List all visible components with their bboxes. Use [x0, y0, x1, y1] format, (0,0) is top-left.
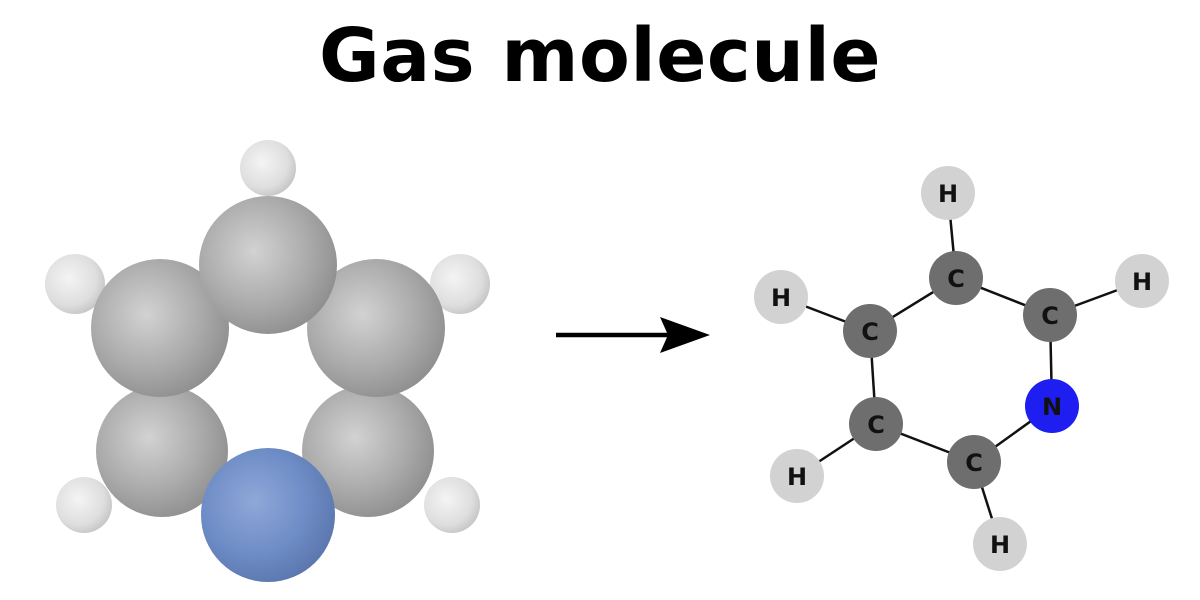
- atom-label: C: [1041, 302, 1059, 330]
- hydrogen-sphere: [430, 254, 490, 314]
- carbon-sphere: [91, 259, 229, 397]
- space-filling-model: [45, 140, 490, 582]
- atom-label: C: [965, 449, 983, 477]
- atom-n1: N: [1025, 379, 1079, 433]
- carbon-atom: [947, 435, 1001, 489]
- atom-c1: C: [929, 251, 983, 305]
- bonds: [780, 192, 1143, 545]
- atom-label: H: [1132, 268, 1152, 296]
- atom-label: H: [771, 284, 791, 312]
- carbon-sphere: [199, 196, 337, 334]
- atom-c3: C: [843, 304, 897, 358]
- atom-h2: H: [1115, 254, 1169, 308]
- page-title: Gas molecule: [318, 13, 882, 99]
- carbon-atom: [1023, 288, 1077, 342]
- carbon-sphere: [302, 385, 434, 517]
- atom-label: H: [938, 180, 958, 208]
- hydrogen-atom: [770, 449, 824, 503]
- atom-c5: C: [947, 435, 1001, 489]
- right-arrow-icon: [556, 317, 710, 353]
- hydrogen-atom: [973, 517, 1027, 571]
- ball-and-stick-model: H H H H H C C C: [754, 166, 1169, 571]
- atom-label: C: [861, 318, 879, 346]
- atom-label: C: [947, 265, 965, 293]
- carbon-sphere: [96, 385, 228, 517]
- carbon-atom: [849, 397, 903, 451]
- nitrogen-atom: [1025, 379, 1079, 433]
- atom-label: H: [787, 463, 807, 491]
- carbon-atom: [929, 251, 983, 305]
- carbon-atom: [843, 304, 897, 358]
- hydrogen-atom: [754, 270, 808, 324]
- atom-c4: C: [849, 397, 903, 451]
- hydrogen-atom: [1115, 254, 1169, 308]
- hydrogen-sphere: [424, 477, 480, 533]
- hydrogen-atom: [921, 166, 975, 220]
- atom-c2: C: [1023, 288, 1077, 342]
- hydrogen-sphere: [45, 254, 105, 314]
- atom-label: H: [990, 531, 1010, 559]
- atom-h4: H: [770, 449, 824, 503]
- atom-label: C: [867, 411, 885, 439]
- atom-h5: H: [973, 517, 1027, 571]
- carbon-sphere: [307, 259, 445, 397]
- hydrogen-sphere: [240, 140, 296, 196]
- atom-h1: H: [921, 166, 975, 220]
- hydrogen-sphere: [56, 477, 112, 533]
- atom-label: N: [1042, 393, 1062, 421]
- atom-h3: H: [754, 270, 808, 324]
- nitrogen-sphere: [201, 448, 335, 582]
